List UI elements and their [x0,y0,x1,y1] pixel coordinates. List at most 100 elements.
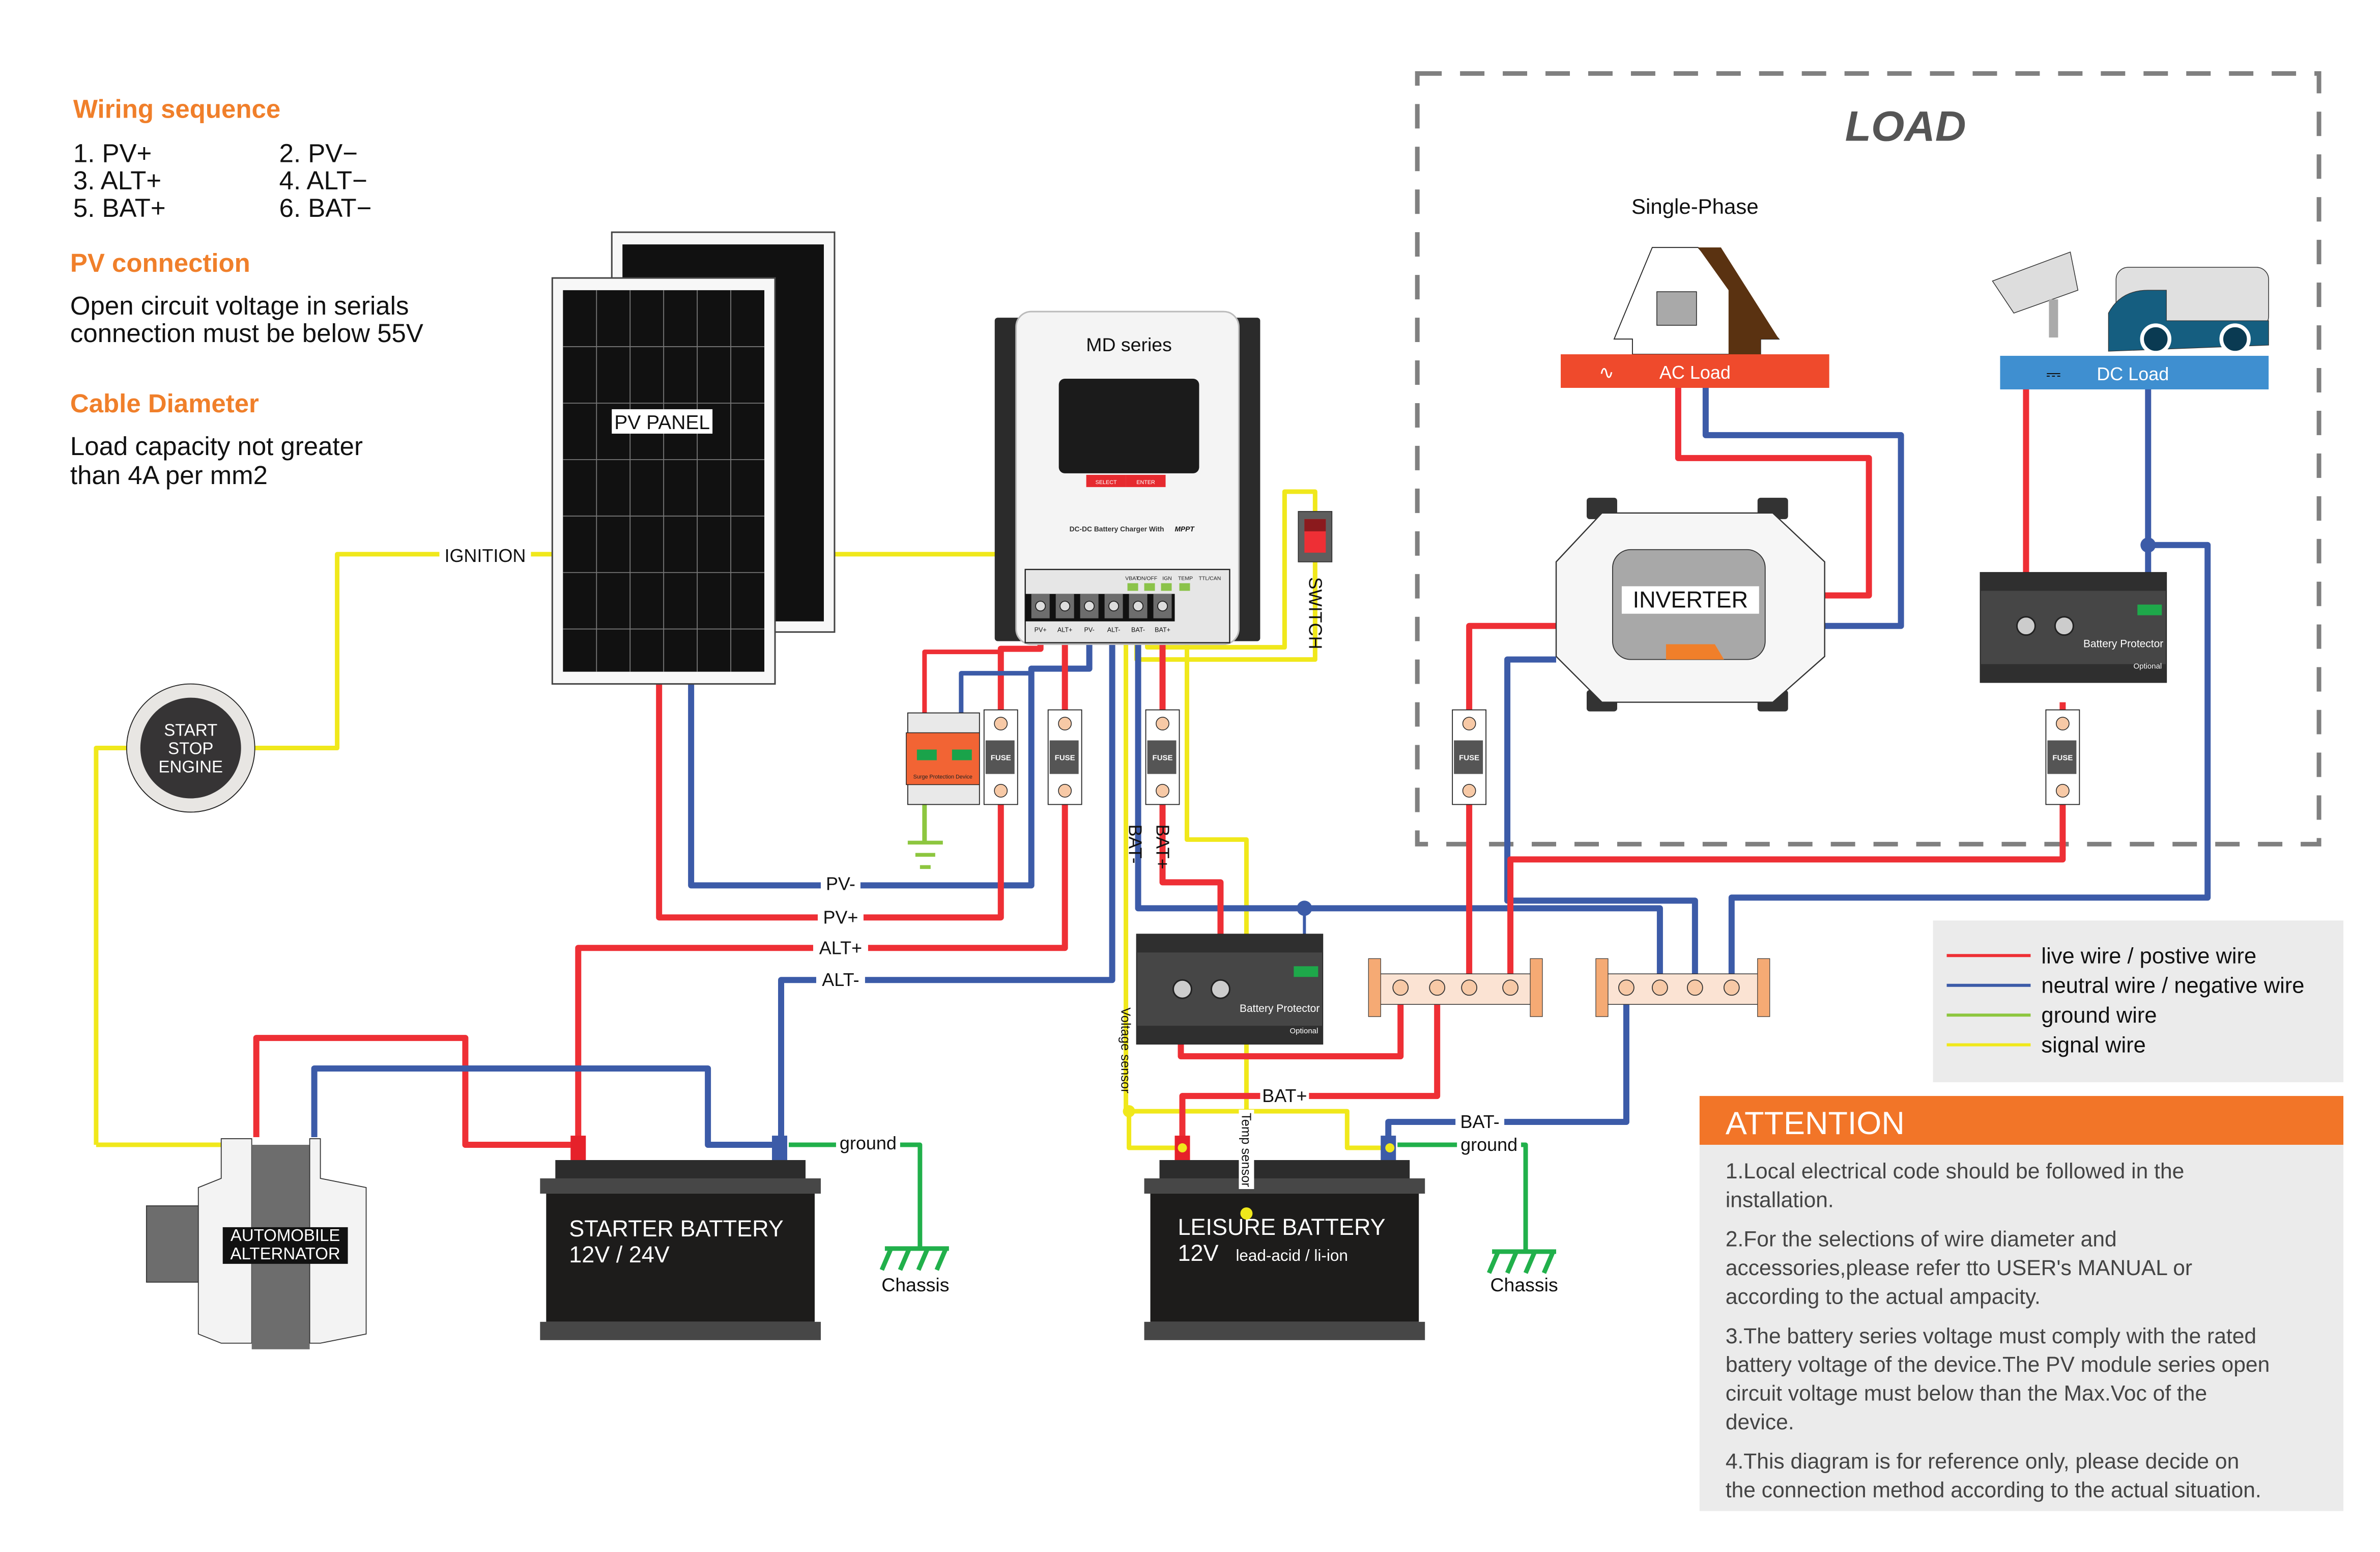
attention-header [1699,1096,2344,1145]
junction-dot [1297,900,1312,916]
port-vbat[interactable] [1127,583,1138,591]
fuse-label: FUSE [2052,754,2073,763]
starter-pos-terminal[interactable] [570,1136,586,1161]
bat-plus-label: BAT+ [1262,1085,1307,1106]
leisure-ground-wire [1397,1142,1528,1252]
fuse: FUSE [1145,709,1180,805]
chassis-label: Chassis [1490,1274,1558,1295]
switch-label: SWITCH [1305,577,1326,650]
pv-connection-title: PV connection [70,248,250,277]
port-temp[interactable] [1179,583,1190,591]
leisure-bat-minus-wire [1385,984,1629,1142]
positive-busbar [1368,958,1543,1017]
fuse: FUSE [983,709,1018,805]
fuse-label: FUSE [1459,754,1479,763]
starter-battery: STARTER BATTERY 12V / 24V [540,1136,821,1340]
cable-diameter-section: Cable Diameter Load capacity not greater… [70,389,363,490]
chassis-label: Chassis [881,1274,949,1295]
leisure-battery-voltage: 12V [1178,1240,1219,1266]
alternator: AUTOMOBILE ALTERNATOR [146,1138,367,1349]
terminal-label: PV+ [1035,627,1047,634]
alternator-label: ALTERNATOR [231,1244,340,1263]
start-stop-line: ENGINE [159,757,223,776]
wiring-step: 4. ALT− [279,166,367,195]
pv-panel-label-bg [612,409,713,434]
voltage-sensor-pos [1127,1111,1183,1150]
dc-dc-charger: MD series SELECT ENTER DC-DC Battery Cha… [994,311,1260,645]
terminal-label: PV- [1084,627,1094,634]
alt-minus-label: ALT- [822,969,859,990]
attention-item-line: battery voltage of the device.The PV mod… [1726,1352,2270,1377]
ac-load-label: AC Load [1659,362,1731,383]
surge-protection-device: Surge Protection Device [906,712,980,869]
battery-protector-note: Optional [1290,1027,1318,1035]
wiring-step: 5. BAT+ [73,193,166,222]
charger-series-label: MD series [1086,334,1172,355]
charger-display [1058,378,1199,473]
inverter-pos-wire [1466,623,1557,977]
attention-item-line: the connection method according to the a… [1726,1478,2261,1503]
single-phase-label: Single-Phase [1631,194,1759,218]
leisure-battery: LEISURE BATTERY 12V lead-acid / li-ion [1123,1105,1425,1340]
wire-labels: IGNITION PV- PV+ ALT+ ALT- BAT- BAT+ Vol… [439,543,1522,1189]
bat-minus-wire [1135,626,1663,977]
dc-load-label: DC Load [2097,363,2169,384]
bat-plus-vertical-label: BAT+ [1153,824,1173,869]
pv-connection-line: connection must be below 55V [70,319,423,348]
rocker-switch[interactable]: SWITCH [1298,511,1333,650]
enter-button-label: ENTER [1136,479,1155,486]
start-stop-button[interactable]: START STOP ENGINE [126,683,255,813]
wiring-sequence-title: Wiring sequence [73,94,280,123]
legend-label: live wire / postive wire [2041,944,2256,968]
attention-item-line: 2.For the selections of wire diameter an… [1726,1227,2117,1252]
pv-panel-label: PV PANEL [614,412,710,434]
port-ign[interactable] [1161,583,1172,591]
wire-legend: live wire / postive wire neutral wire / n… [1933,920,2344,1083]
attention-item-line: device. [1726,1410,1794,1434]
pv-plus-label: PV+ [823,907,858,927]
start-stop-line: STOP [168,739,213,758]
port-onoff[interactable] [1144,583,1155,591]
inverter: INVERTER [1555,497,1825,712]
pv-connection-line: Open circuit voltage in serials [70,291,409,320]
enter-button[interactable] [1126,474,1166,487]
wiring-step: 1. PV+ [73,138,152,167]
sensor-junction-dot [1123,1105,1135,1118]
terminal-label: ALT+ [1057,627,1072,634]
port-label-onoff: ON/OFF [1137,576,1158,582]
port-label-ign: IGN [1162,576,1172,582]
voltage-sensor-label: Voltage sensor [1119,1007,1133,1093]
attention-item-line: 1.Local electrical code should be follow… [1726,1159,2184,1183]
legend-label: neutral wire / negative wire [2041,974,2304,998]
bat-plus-wire [1159,626,1224,985]
dc-symbol-icon: ⎓ [2046,363,2061,384]
battery-protector: Battery Protector Optional [1980,572,2167,683]
fuse-label: FUSE [1055,754,1075,763]
starter-neg-terminal[interactable] [772,1136,788,1161]
port-label-temp: TEMP [1178,576,1193,582]
port-label-ttlcan: TTL/CAN [1199,576,1221,582]
wiring-step: 3. ALT+ [73,166,161,195]
pv-panel: PV PANEL [551,231,836,685]
fuse: FUSE [1047,709,1082,805]
pv-connection-section: PV connection Open circuit voltage in se… [70,248,423,348]
alt-minus-wire [778,626,1115,1145]
inverter-label: INVERTER [1633,587,1748,613]
attention-item-line: 3.The battery series voltage must comply… [1726,1324,2256,1348]
load-boundary [1415,71,2321,846]
battery-protector-note: Optional [2133,662,2162,671]
alternator-label: AUTOMOBILE [231,1226,340,1245]
attention-item-line: installation. [1726,1188,1834,1212]
fuse-label: FUSE [991,754,1011,763]
alternator-neg-wire [311,1065,782,1148]
select-button[interactable] [1086,474,1126,487]
leisure-battery-title: LEISURE BATTERY [1178,1214,1386,1240]
fuse: FUSE [2045,709,2080,805]
port-label-vbat: VBAT [1125,576,1139,582]
ac-load-neg-wire [1702,387,1904,629]
temp-sensor-wire [1185,589,1249,1214]
dc-load: DC Load ⎓ [1992,251,2269,389]
wiring-sequence-section: Wiring sequence 1. PV+ 2. PV− 3. ALT+ 4.… [73,94,371,222]
alt-plus-label: ALT+ [819,937,862,958]
